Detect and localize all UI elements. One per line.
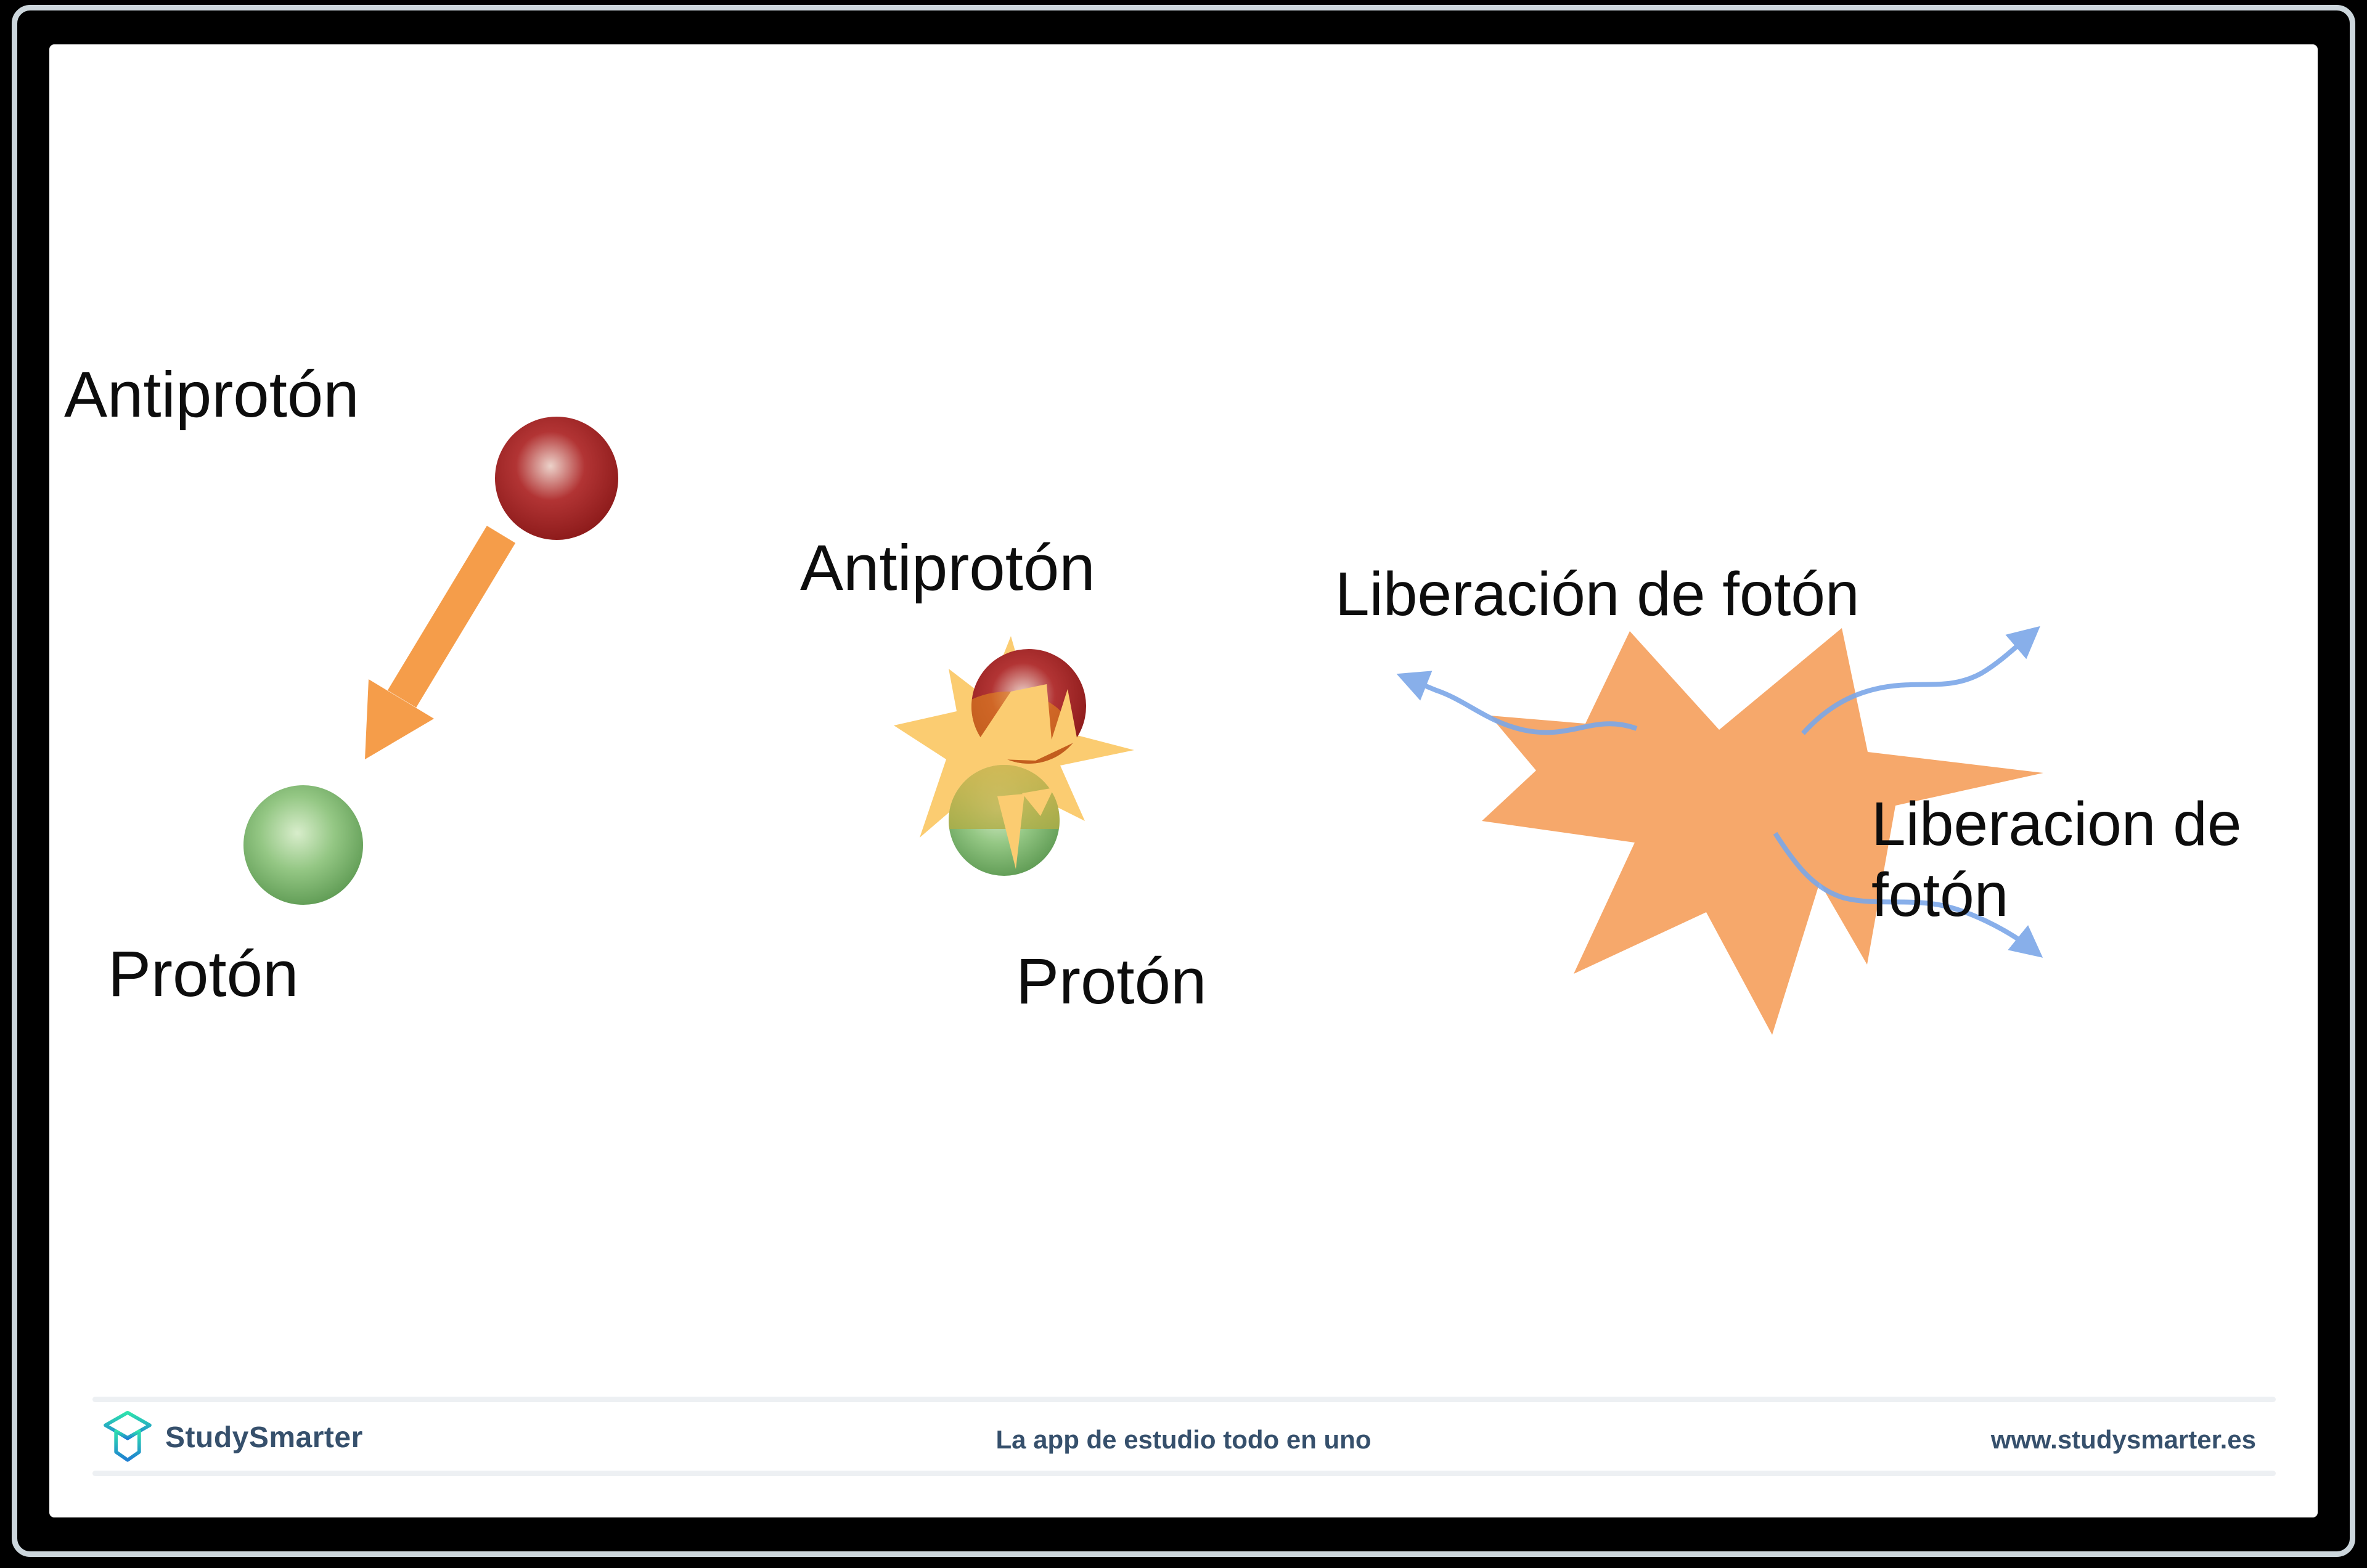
proton-label-left: Protón [108,938,299,1010]
antiproton-sphere-left [495,417,618,540]
footer-website-link[interactable]: www.studysmarter.es [1990,1425,2256,1454]
diagram-canvas [243,417,2043,1035]
collision-spike-front-green-icon [997,794,1024,869]
footer-divider-bottom [92,1471,2276,1476]
photon-release-label-side: Liberacion de fotón [1871,790,2242,929]
footer-divider-top [92,1397,2276,1402]
photon-arrow-upright [1801,626,2040,735]
brand-logo: StudySmarter [102,1409,363,1466]
photon-release-label-top: Liberación de fotón [1335,560,1860,629]
photon-arrow-downright [1773,831,2043,958]
photon-arrow-upleft [1396,671,1638,735]
momentum-arrow-icon [387,526,516,708]
collision-spike-front-green-right-icon [1022,788,1054,816]
momentum-arrow-head-icon [365,679,434,759]
proton-sphere-left [243,785,363,905]
slide-card: Antiprotón Protón Antiprotón Protón Libe… [49,44,2318,1517]
antiproton-label-left: Antiprotón [64,359,359,431]
studysmarter-box-icon [104,1411,152,1462]
explosion-burst-icon [1482,628,2043,1035]
brand-name: StudySmarter [165,1421,363,1454]
footer-tagline: La app de estudio todo en uno [995,1425,1372,1454]
antiproton-label-middle: Antiprotón [800,532,1095,604]
collision-spike-front-red-icon [974,684,1077,761]
window-frame [12,5,2355,1557]
proton-label-middle: Protón [1016,945,1207,1018]
